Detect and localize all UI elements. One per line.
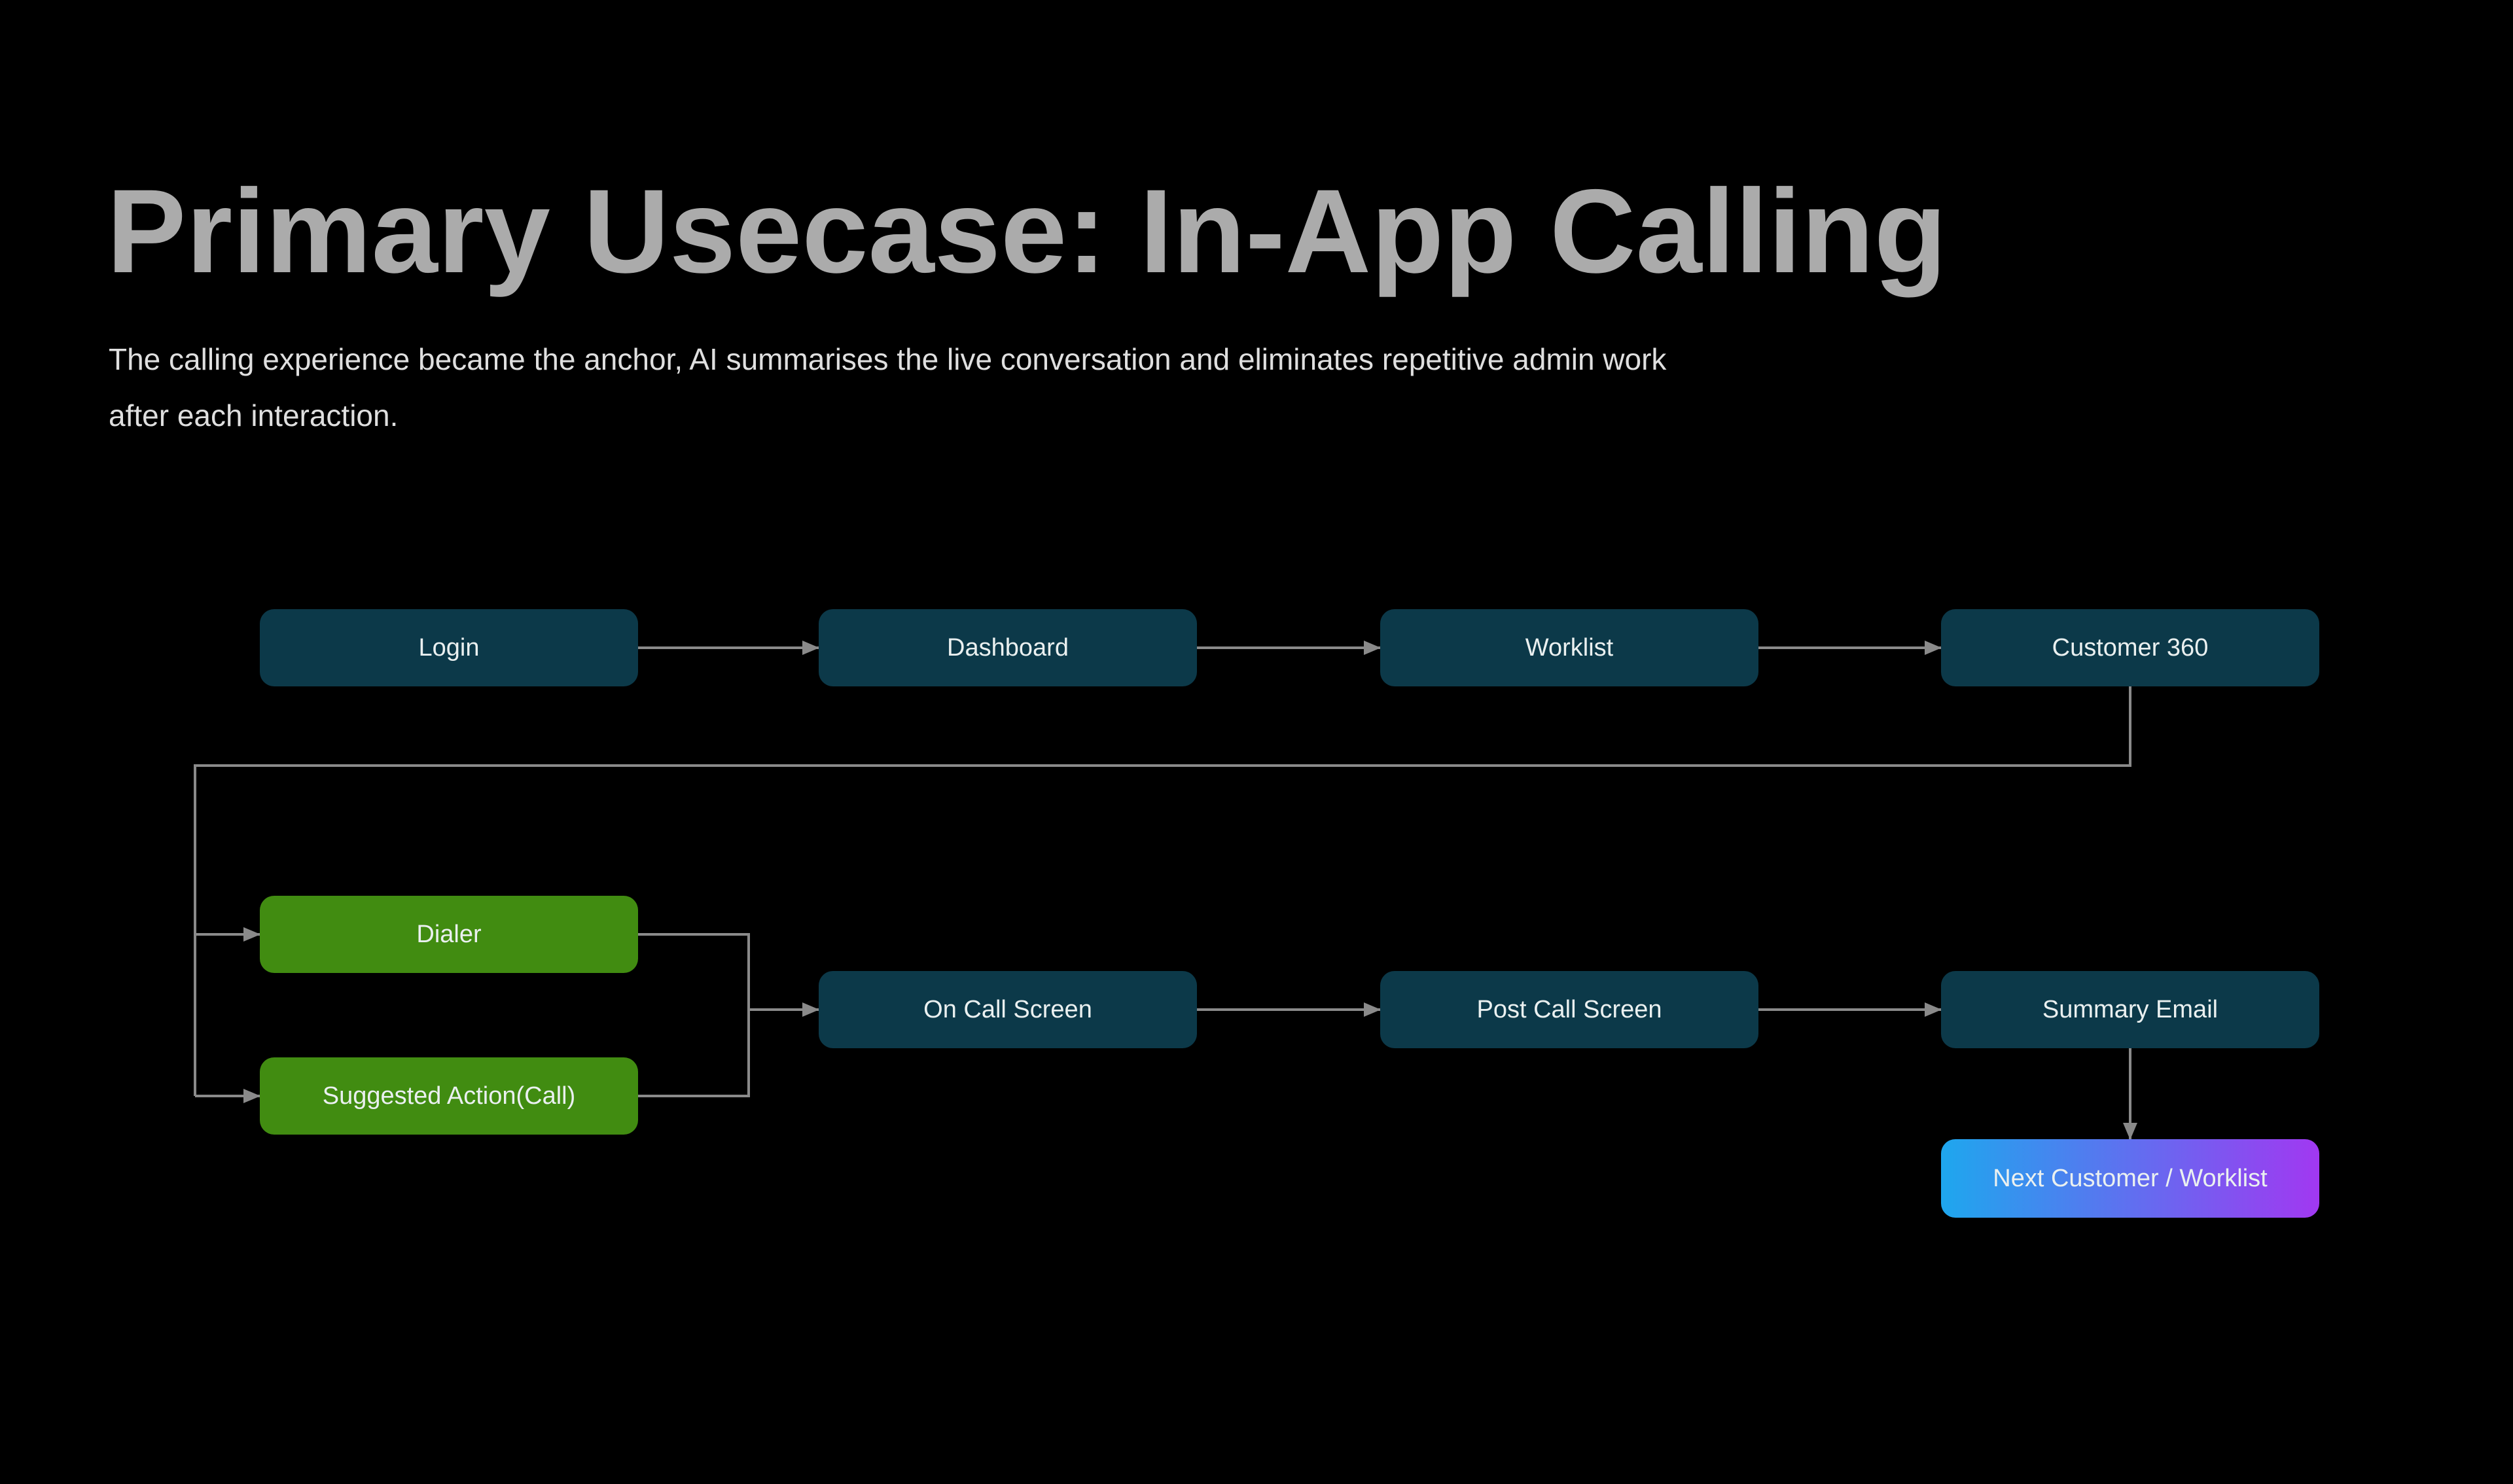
flow-node-on-call-screen: On Call Screen [819, 971, 1197, 1048]
flow-node-dashboard: Dashboard [819, 609, 1197, 686]
flow-node-dialer: Dialer [260, 896, 638, 973]
flow-node-next-customer-worklist: Next Customer / Worklist [1941, 1139, 2319, 1218]
page-subtitle: The calling experience became the anchor… [109, 331, 1666, 444]
edge-customer360-trunk [194, 686, 2131, 1096]
flow-node-worklist: Worklist [1380, 609, 1758, 686]
subtitle-line-2: after each interaction. [109, 398, 399, 433]
flow-node-login: Login [260, 609, 638, 686]
flow-node-suggested-action-call: Suggested Action(Call) [260, 1057, 638, 1135]
page-title: Primary Usecase: In-App Calling [107, 164, 1947, 298]
edge-dialer-suggested-join [638, 933, 750, 1097]
flow-node-customer-360: Customer 360 [1941, 609, 2319, 686]
flow-node-post-call-screen: Post Call Screen [1380, 971, 1758, 1048]
subtitle-line-1: The calling experience became the anchor… [109, 342, 1667, 376]
flow-node-summary-email: Summary Email [1941, 971, 2319, 1048]
